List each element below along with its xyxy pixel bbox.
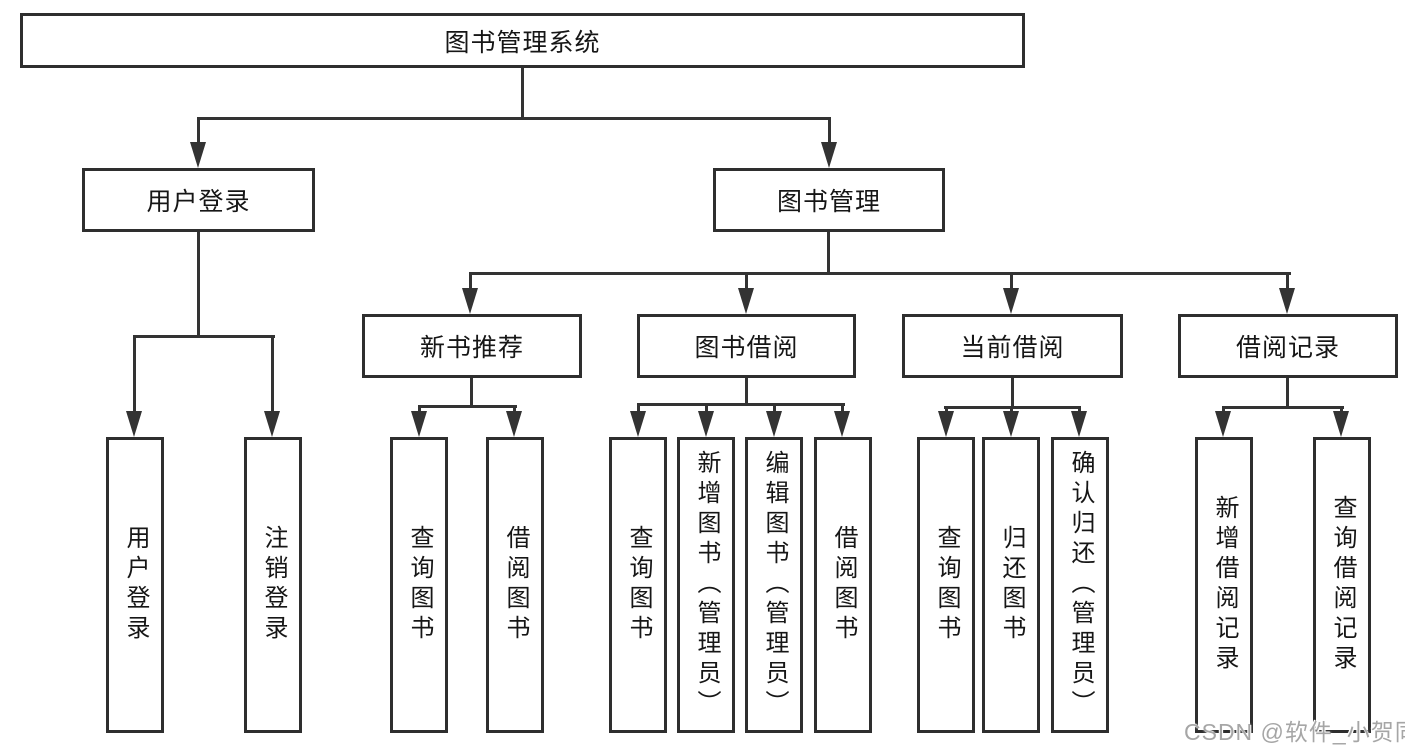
leaf-nb-query-books: 查询图书 [390, 437, 448, 733]
leaf-cb-query-books-label: 查询图书 [933, 525, 960, 645]
connector-stem-book-borrowing [745, 272, 748, 290]
arrow-head-cb-return [1003, 411, 1019, 437]
arrow-head-new-book [462, 288, 478, 314]
connector-stem-book-management [828, 117, 831, 144]
connector-new-book-hline [418, 405, 517, 408]
connector-book-management-hline [469, 272, 1291, 275]
arrow-head-current-borrowing [1003, 288, 1019, 314]
leaf-bb-borrow-books: 借阅图书 [814, 437, 872, 733]
leaf-user-login-label: 用户登录 [122, 525, 149, 645]
node-new-book-recommendation: 新书推荐 [362, 314, 582, 378]
node-book-borrowing-label: 图书借阅 [694, 334, 799, 362]
connector-stem-cb-return [1010, 406, 1013, 415]
leaf-bb-query-books-label: 查询图书 [625, 525, 652, 645]
connector-stem-bb-borrow [841, 403, 844, 415]
node-book-borrowing: 图书借阅 [637, 314, 856, 378]
connector-stem-leaf-logout [271, 335, 274, 413]
node-user-login-label: 用户登录 [146, 188, 251, 216]
leaf-cb-confirm-return-admin: 确认归还（管理员） [1051, 437, 1109, 733]
arrow-head-leaf-logout [264, 411, 280, 437]
leaf-cb-query-books: 查询图书 [917, 437, 975, 733]
node-library-system-label: 图书管理系统 [444, 28, 601, 57]
node-library-system: 图书管理系统 [20, 13, 1025, 68]
leaf-cb-return-books: 归还图书 [982, 437, 1040, 733]
connector-stem-nb-query [418, 405, 421, 415]
connector-stem-bb-add [705, 403, 708, 415]
leaf-rec-query-record-label: 查询借阅记录 [1329, 495, 1356, 675]
node-book-management-label: 图书管理 [776, 188, 881, 216]
connector-borrowing-stub [745, 378, 748, 403]
arrow-head-borrowing-records [1279, 288, 1295, 314]
connector-stem-bb-edit [773, 403, 776, 415]
node-book-management: 图书管理 [713, 168, 945, 232]
node-new-book-recommendation-label: 新书推荐 [419, 334, 524, 362]
connector-stem-rec-add [1222, 406, 1225, 415]
leaf-rec-query-record: 查询借阅记录 [1313, 437, 1371, 733]
arrow-head-bb-query [630, 411, 646, 437]
leaf-nb-borrow-books-label: 借阅图书 [502, 525, 529, 645]
node-current-borrowing-label: 当前借阅 [960, 334, 1065, 362]
arrow-head-rec-query [1333, 411, 1349, 437]
node-current-borrowing: 当前借阅 [902, 314, 1123, 378]
arrow-head-nb-query [411, 411, 427, 437]
arrow-head-bb-add [698, 411, 714, 437]
connector-stem-new-book [469, 272, 472, 290]
arrow-head-cb-confirm [1071, 411, 1087, 437]
arrow-head-leaf-user-login [126, 411, 142, 437]
leaf-bb-borrow-books-label: 借阅图书 [830, 525, 857, 645]
connector-root-hline [197, 117, 831, 120]
leaf-nb-borrow-books: 借阅图书 [486, 437, 544, 733]
connector-stem-bb-query [637, 403, 640, 415]
arrow-head-bb-edit [766, 411, 782, 437]
connector-root-stub [521, 68, 524, 117]
arrow-head-nb-borrow [506, 411, 522, 437]
connector-stem-rec-query [1340, 406, 1343, 415]
connector-records-hline [1222, 406, 1344, 409]
arrow-head-rec-add [1215, 411, 1231, 437]
leaf-logout: 注销登录 [244, 437, 302, 733]
leaf-rec-add-record: 新增借阅记录 [1195, 437, 1253, 733]
connector-stem-cb-query [945, 406, 948, 415]
connector-stem-nb-borrow [513, 405, 516, 415]
arrow-head-book-borrowing [738, 288, 754, 314]
leaf-bb-edit-books-admin: 编辑图书（管理员） [745, 437, 803, 733]
leaf-rec-add-record-label: 新增借阅记录 [1211, 495, 1238, 675]
node-borrowing-records: 借阅记录 [1178, 314, 1398, 378]
connector-user-login-stub [197, 232, 200, 335]
connector-book-management-stub [827, 232, 830, 272]
arrow-head-book-management [821, 142, 837, 168]
connector-borrowing-hline [637, 403, 845, 406]
arrow-head-user-login [190, 142, 206, 168]
connector-stem-cb-confirm [1078, 406, 1081, 415]
leaf-bb-query-books: 查询图书 [609, 437, 667, 733]
leaf-cb-return-books-label: 归还图书 [998, 525, 1025, 645]
connector-stem-user-login [197, 117, 200, 144]
connector-stem-leaf-user-login [133, 335, 136, 413]
leaf-bb-edit-books-admin-label: 编辑图书（管理员） [761, 450, 788, 720]
watermark: CSDN @软件_小贺同学 [1184, 719, 1405, 745]
leaf-bb-add-books-admin-label: 新增图书（管理员） [693, 450, 720, 720]
connector-user-login-hline [133, 335, 275, 338]
leaf-logout-label: 注销登录 [260, 525, 287, 645]
leaf-bb-add-books-admin: 新增图书（管理员） [677, 437, 735, 733]
leaf-cb-confirm-return-admin-label: 确认归还（管理员） [1067, 450, 1094, 720]
connector-new-book-stub [470, 378, 473, 405]
connector-stem-borrowing-records [1286, 272, 1289, 290]
connector-current-stub [1011, 378, 1014, 406]
node-user-login: 用户登录 [82, 168, 315, 232]
arrow-head-bb-borrow [834, 411, 850, 437]
arrow-head-cb-query [938, 411, 954, 437]
leaf-nb-query-books-label: 查询图书 [406, 525, 433, 645]
leaf-user-login: 用户登录 [106, 437, 164, 733]
connector-records-stub [1286, 378, 1289, 406]
connector-stem-current-borrowing [1010, 272, 1013, 290]
node-borrowing-records-label: 借阅记录 [1235, 334, 1340, 362]
